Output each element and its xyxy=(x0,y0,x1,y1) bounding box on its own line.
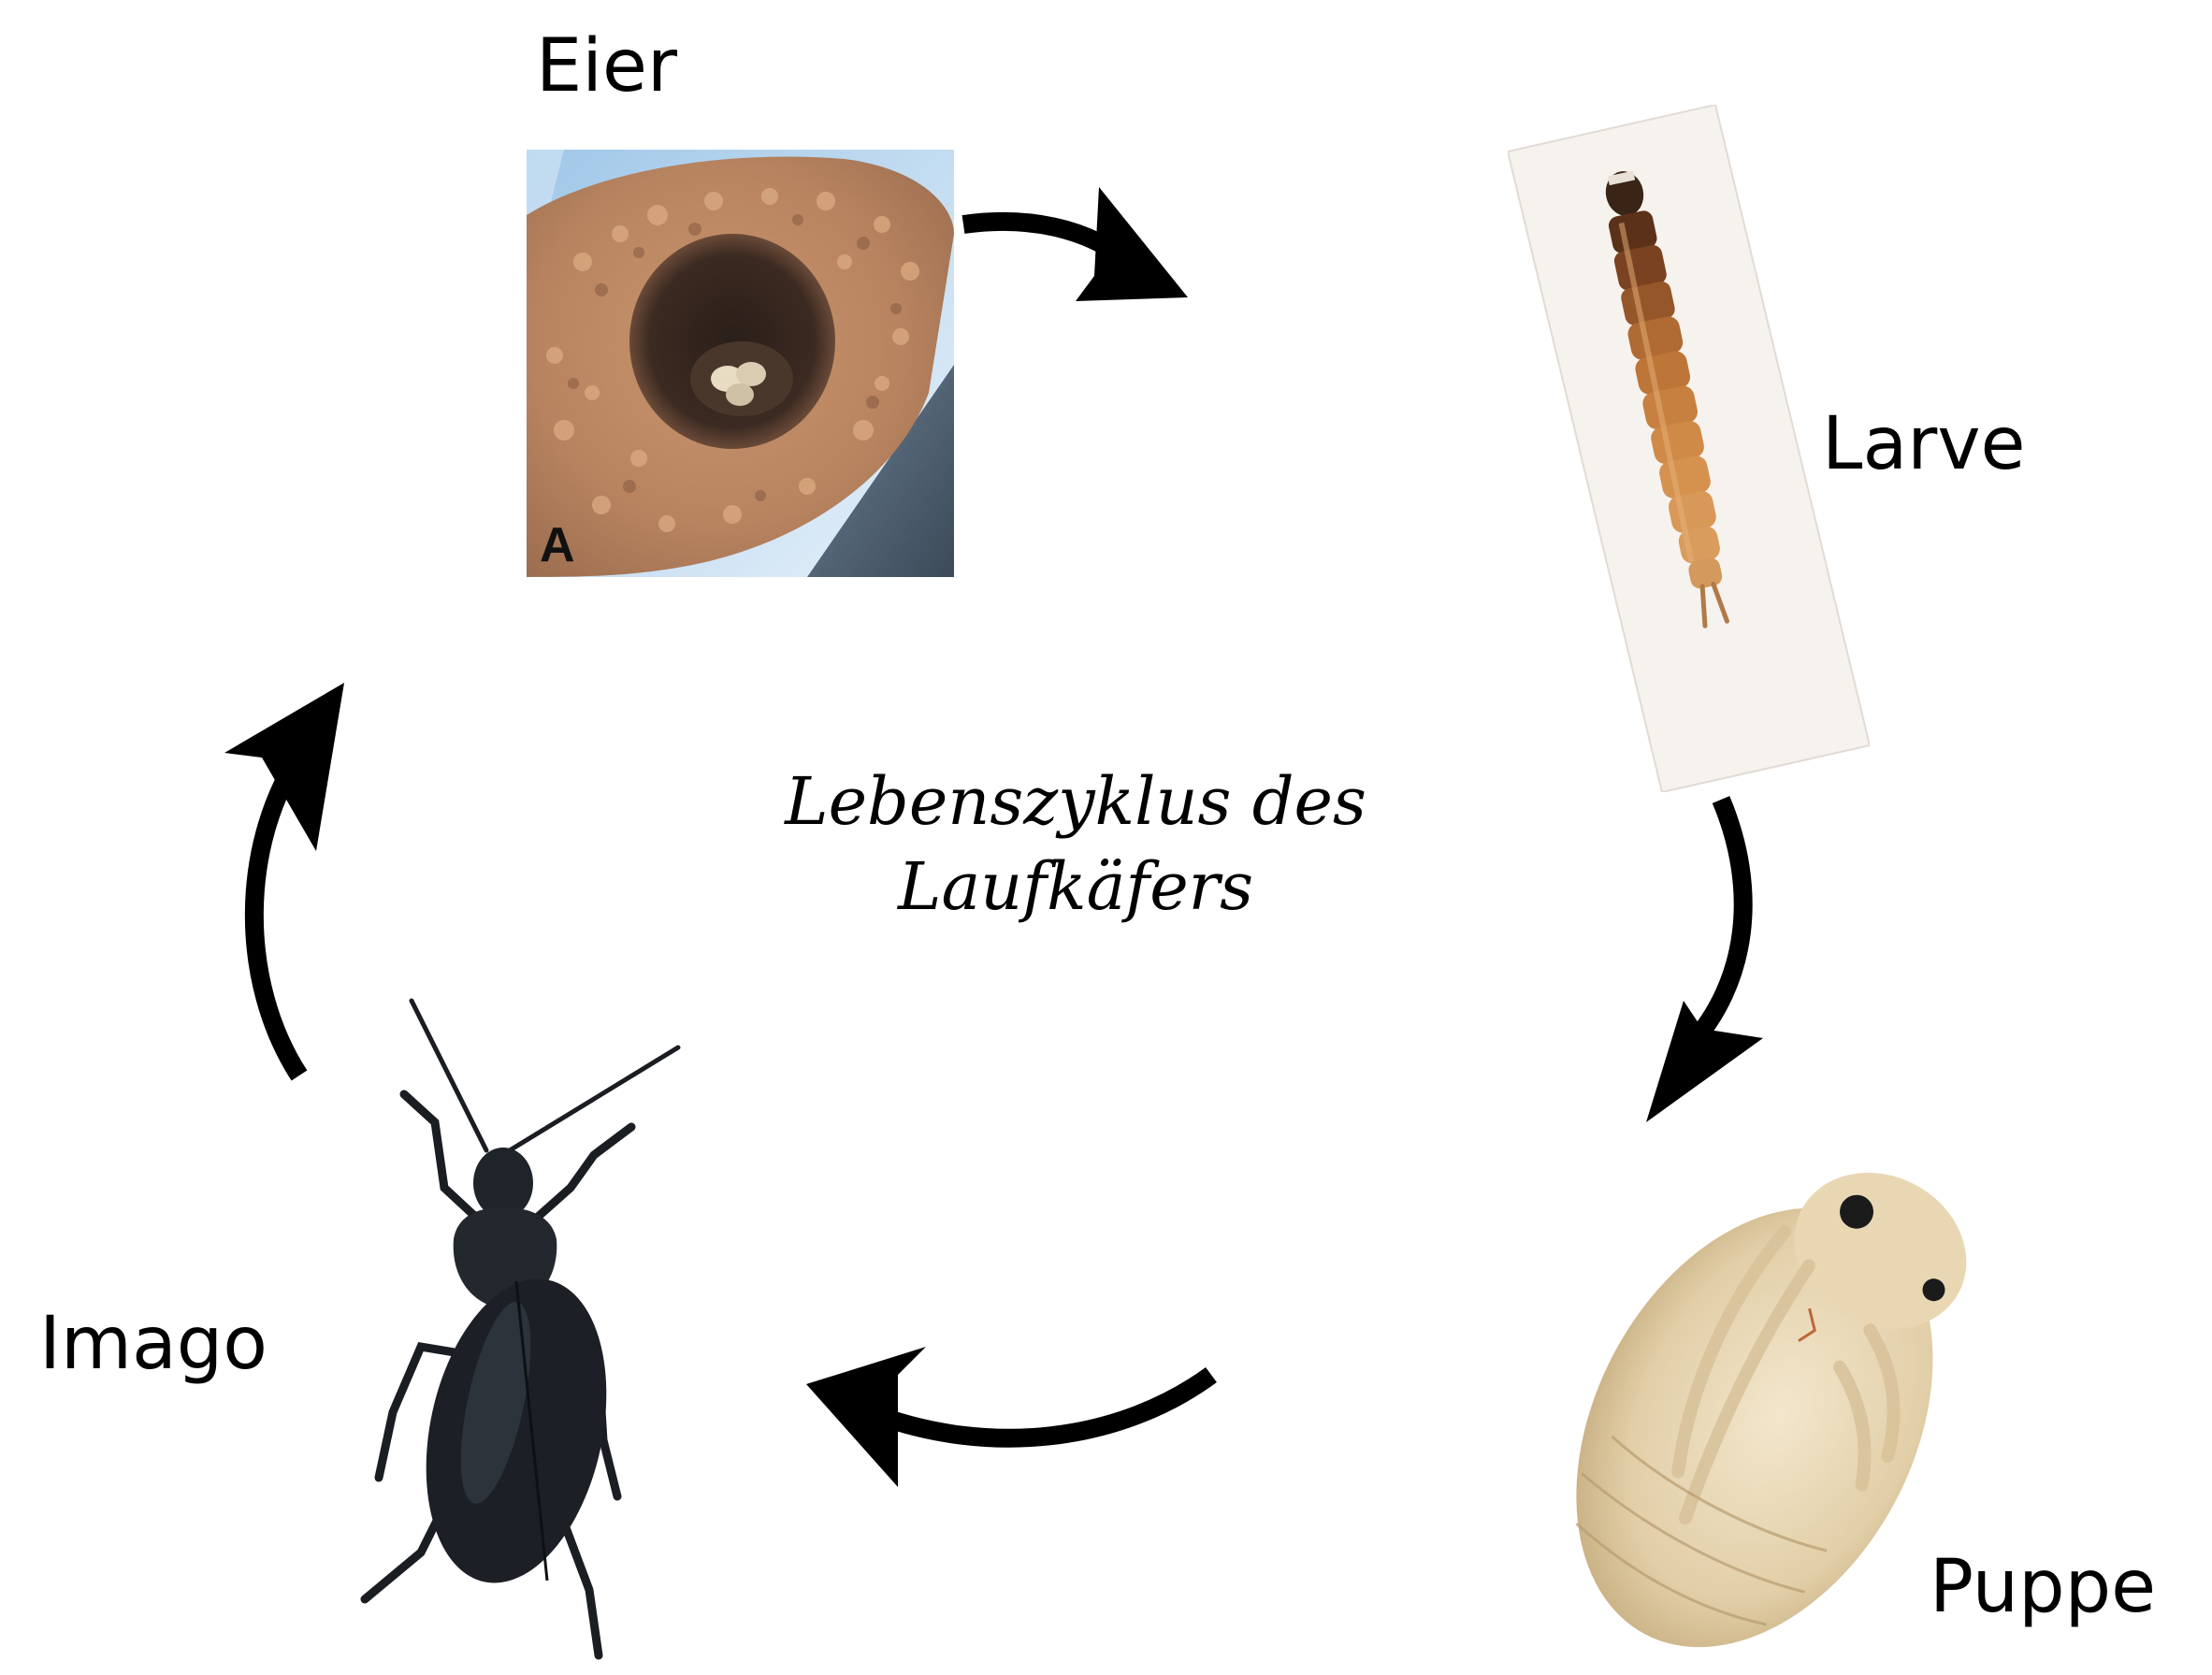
arrow-larva-to-pupa xyxy=(1688,800,1743,1047)
arrowhead-adult-to-eggs xyxy=(224,683,344,851)
arrow-pupa-to-adult xyxy=(870,1375,1211,1438)
